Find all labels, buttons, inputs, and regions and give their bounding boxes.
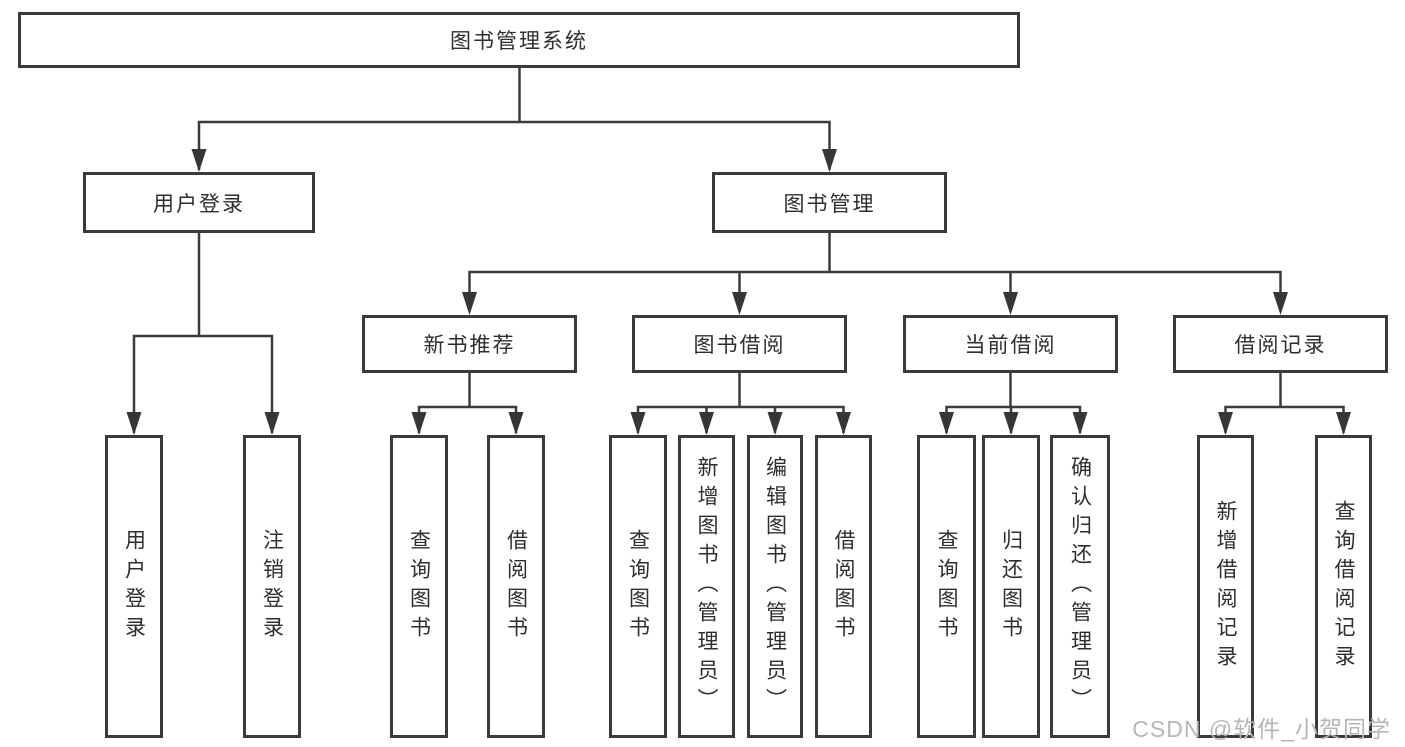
connector-records-group bbox=[1224, 373, 1345, 433]
leaf-user-login: 用户登录 bbox=[105, 435, 163, 738]
connector-login-group bbox=[132, 233, 274, 433]
arrow-leaf bbox=[767, 412, 783, 435]
arrow-leaf bbox=[1273, 292, 1288, 315]
arrow-leaf bbox=[732, 292, 747, 315]
leaf-return-book: 归还图书 bbox=[982, 435, 1040, 738]
arrow-leaf bbox=[1336, 412, 1351, 435]
arrow-leaf bbox=[411, 412, 427, 435]
node-book-management-branch: 图书管理 bbox=[712, 172, 947, 233]
leaf-confirm-return-admin: 确认归还（管理员） bbox=[1050, 435, 1110, 738]
connector-current-group bbox=[945, 373, 1082, 433]
node-current-borrow: 当前借阅 bbox=[903, 315, 1118, 373]
arrow-leaf bbox=[126, 412, 142, 435]
arrow-leaf bbox=[1003, 412, 1019, 435]
arrow-leaf bbox=[508, 412, 524, 435]
leaf-edit-book-admin: 编辑图书（管理员） bbox=[747, 435, 803, 738]
arrow-leaf bbox=[939, 412, 954, 435]
arrow-to-user-login bbox=[191, 149, 207, 172]
leaf-query-books-current: 查询图书 bbox=[917, 435, 976, 738]
connector-management-group bbox=[468, 233, 1282, 311]
connector-recommend-group bbox=[417, 373, 518, 433]
node-book-borrow: 图书借阅 bbox=[632, 315, 847, 373]
arrow-leaf bbox=[1218, 412, 1233, 435]
leaf-query-books-recommend: 查询图书 bbox=[390, 435, 448, 738]
arrow-leaf bbox=[264, 412, 280, 435]
arrow-leaf bbox=[630, 412, 646, 435]
arrow-leaf bbox=[836, 412, 851, 435]
node-root: 图书管理系统 bbox=[18, 12, 1020, 68]
arrow-leaf bbox=[462, 292, 477, 315]
leaf-add-book-admin: 新增图书（管理员） bbox=[678, 435, 735, 738]
node-new-book-recommend: 新书推荐 bbox=[362, 315, 577, 373]
leaf-query-borrow-record: 查询借阅记录 bbox=[1315, 435, 1372, 738]
leaf-borrow-books: 借阅图书 bbox=[815, 435, 872, 738]
arrow-to-book-management bbox=[822, 149, 837, 172]
leaf-query-books-borrow: 查询图书 bbox=[609, 435, 667, 738]
node-borrow-records: 借阅记录 bbox=[1173, 315, 1388, 373]
leaf-logout: 注销登录 bbox=[243, 435, 301, 738]
csdn-watermark: CSDN @软件_小贺同学 bbox=[1132, 716, 1391, 742]
arrow-leaf bbox=[1072, 412, 1088, 435]
node-user-login-branch: 用户登录 bbox=[83, 172, 315, 233]
leaf-add-borrow-record: 新增借阅记录 bbox=[1197, 435, 1254, 738]
arrow-leaf bbox=[699, 412, 714, 435]
connector-root bbox=[197, 68, 831, 170]
connector-borrow-group bbox=[636, 373, 845, 433]
leaf-borrow-books-recommend: 借阅图书 bbox=[487, 435, 545, 738]
arrow-leaf bbox=[1003, 292, 1018, 315]
